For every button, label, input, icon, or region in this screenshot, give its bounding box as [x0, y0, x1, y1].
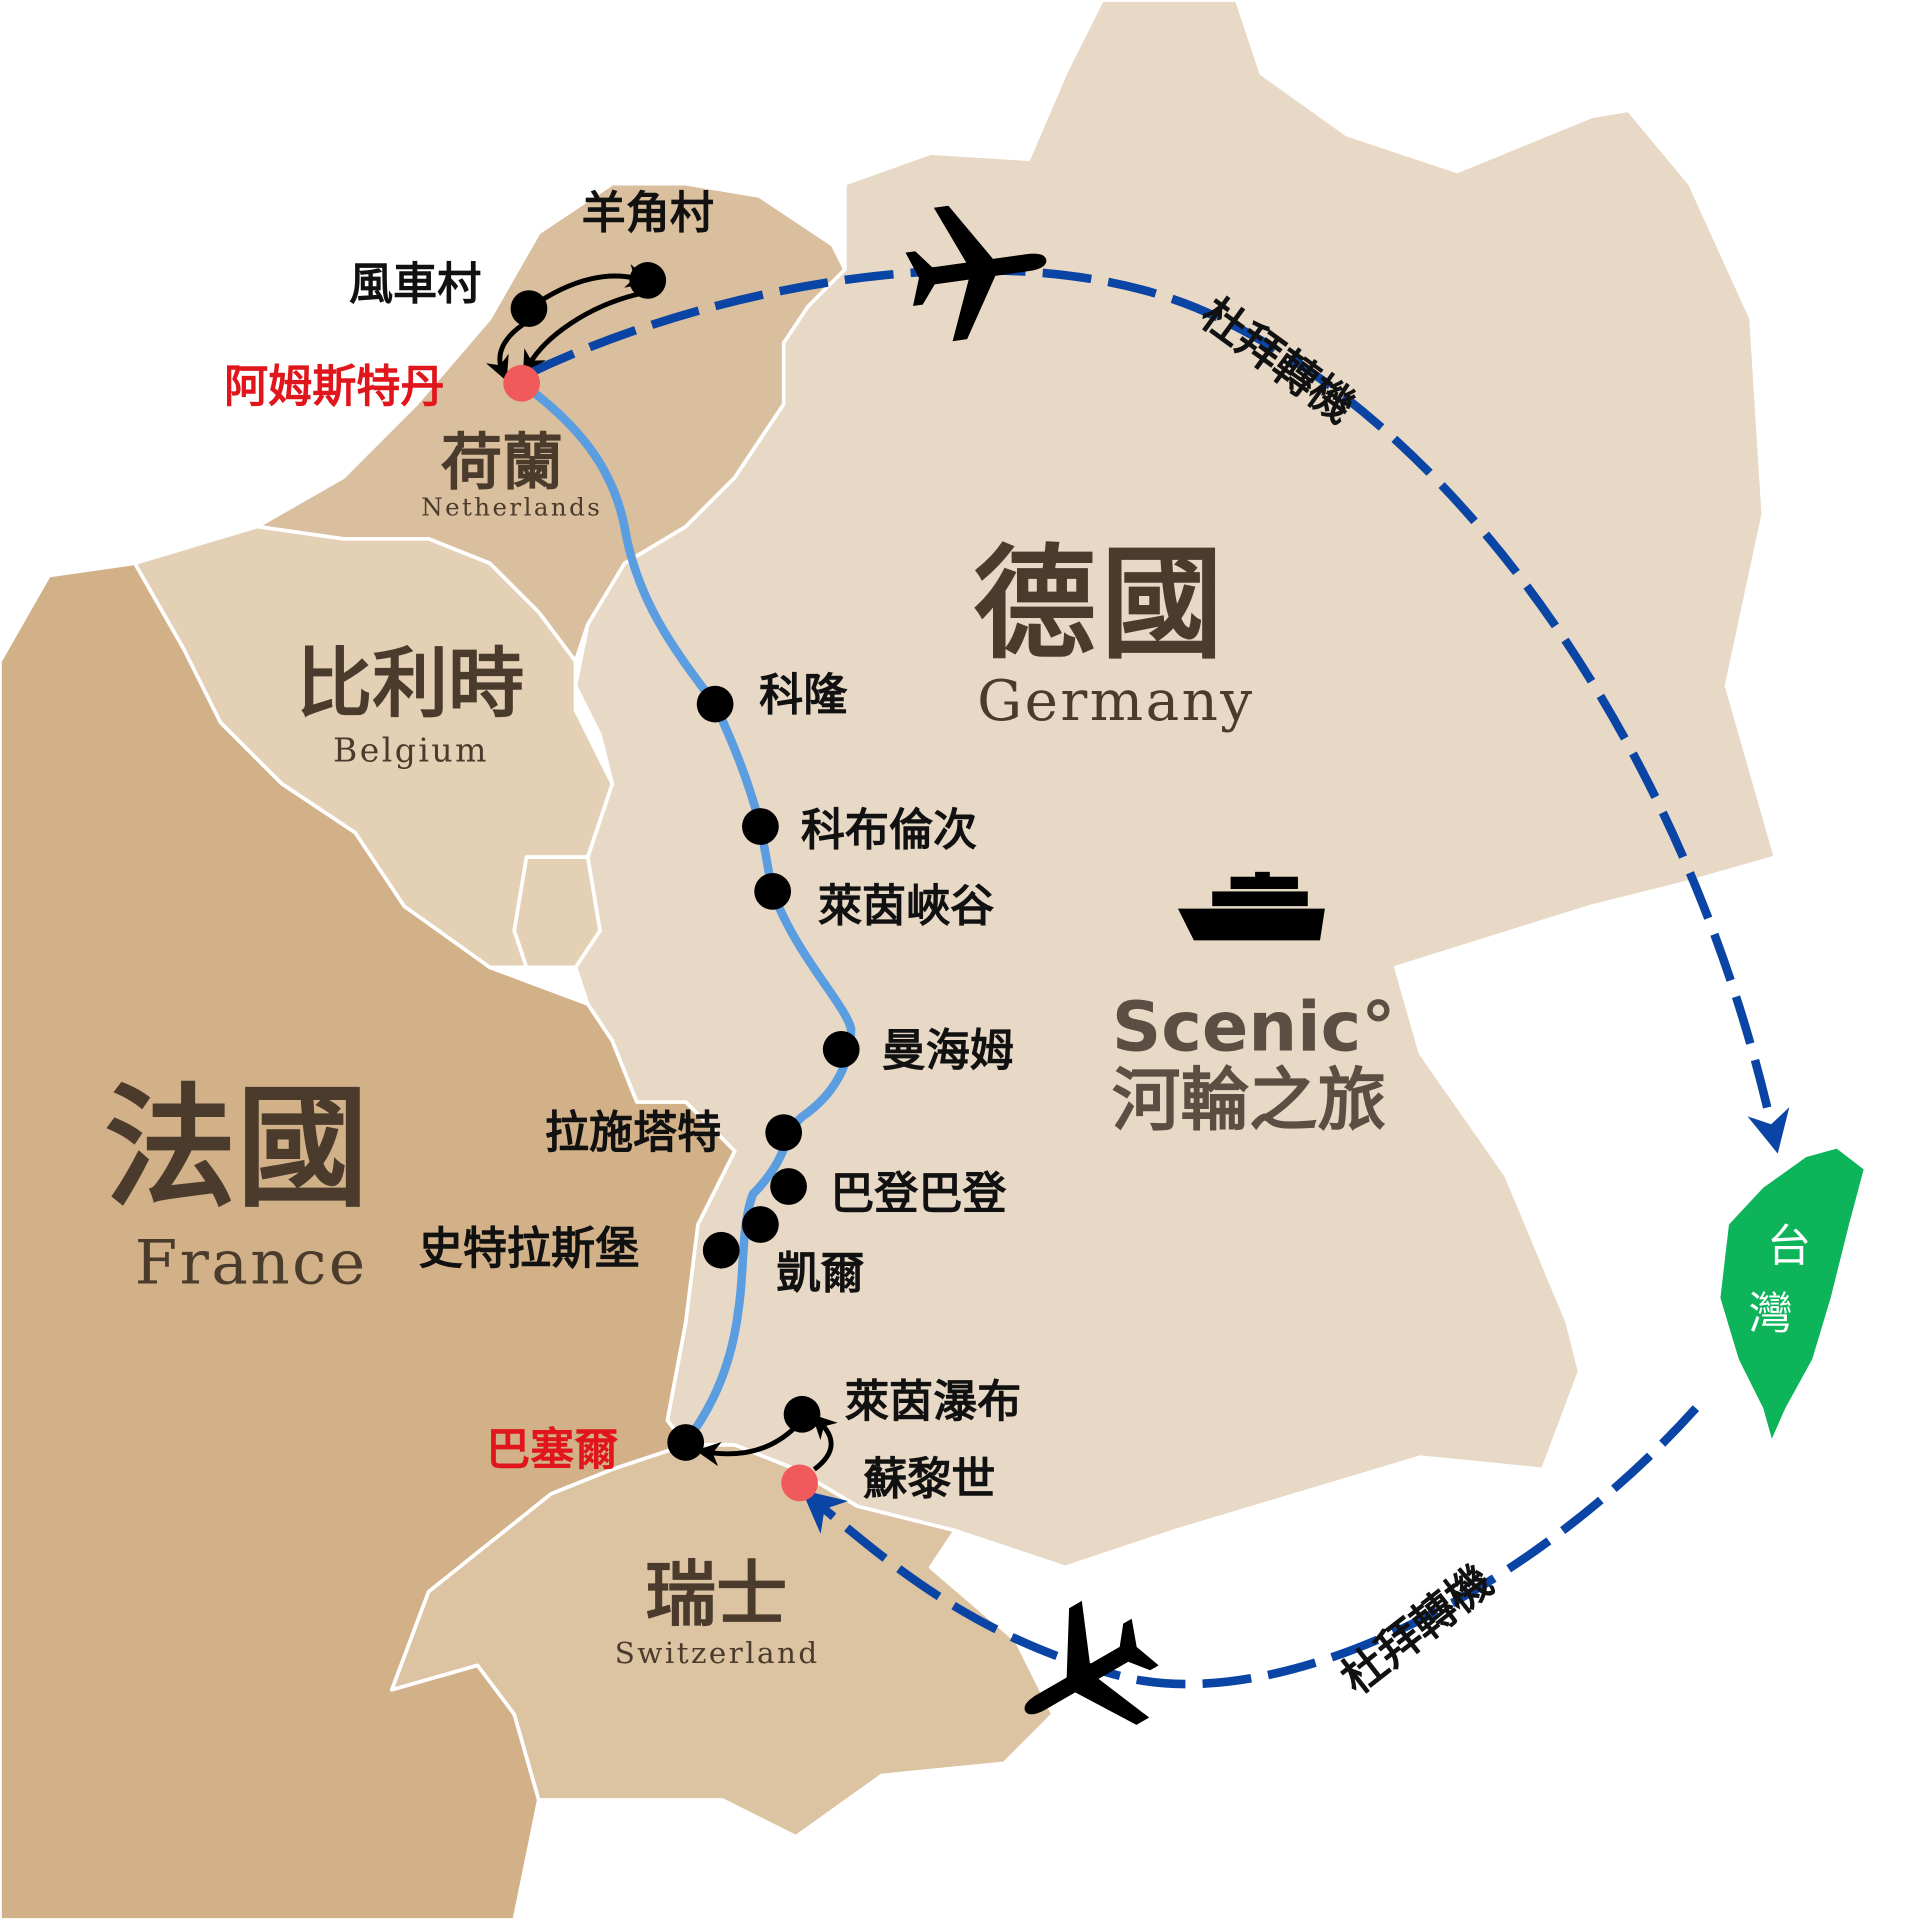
germany-label: 德國	[973, 532, 1228, 676]
city-label-baden-baden: 巴登巴登	[830, 1169, 1007, 1220]
switzerland-label: 瑞士	[645, 1552, 787, 1636]
city-label-mannheim: 曼海姆	[882, 1025, 1014, 1076]
city-label-koblenz: 科布倫次	[801, 805, 977, 856]
brand-name: Scenic°	[1112, 988, 1396, 1068]
city-label-strasbourg: 史特拉斯堡	[419, 1224, 639, 1275]
city-dot-koblenz	[742, 808, 779, 845]
side-trip-arrow	[695, 1424, 798, 1467]
city-dot-zurich	[781, 1464, 818, 1502]
city-dot-zaanse-schans	[510, 290, 548, 327]
city-dot-strasbourg	[702, 1231, 740, 1269]
city-label-zurich: 蘇黎世	[863, 1454, 995, 1505]
city-label-amsterdam: 阿姆斯特丹	[224, 362, 444, 413]
cruise-ship-icon	[1177, 871, 1325, 941]
side-trip-arrow	[811, 1414, 838, 1472]
city-label-kehl: 凱爾	[776, 1248, 864, 1299]
taiwan-region	[1720, 1148, 1864, 1439]
city-label-rhine-falls: 萊茵瀑布	[845, 1377, 1021, 1428]
netherlands-english-label: Netherlands	[421, 493, 602, 522]
city-dot-rhine-gorge	[754, 873, 792, 910]
brand-subtitle: 河輪之旅	[1112, 1061, 1386, 1141]
taiwan-label-1: 台	[1767, 1221, 1811, 1272]
city-dot-basel	[667, 1424, 705, 1461]
germany-english-label: Germany	[977, 669, 1254, 734]
return-flight-path	[801, 1405, 1700, 1689]
switzerland-region	[390, 1443, 1055, 1839]
city-dot-giethoorn	[629, 262, 667, 299]
france-english-label: France	[135, 1227, 368, 1298]
germany-region	[573, 0, 1778, 1570]
city-label-zaanse-schans: 風車村	[349, 259, 481, 310]
luxembourg-region	[512, 855, 602, 970]
return-flight-label: 杜拜轉機	[1332, 1556, 1502, 1705]
side-trip-arrow	[522, 291, 640, 376]
belgium-english-label: Belgium	[333, 731, 489, 770]
belgium-label: 比利時	[296, 639, 524, 728]
switzerland-english-label: Switzerland	[615, 1636, 820, 1670]
city-dot-kehl	[742, 1206, 779, 1243]
netherlands-label: 荷蘭	[441, 428, 563, 499]
city-dot-amsterdam	[503, 364, 540, 402]
city-label-giethoorn: 羊角村	[582, 188, 714, 239]
city-label-rhine-gorge: 萊茵峽谷	[818, 881, 994, 932]
city-label-basel: 巴塞爾	[486, 1424, 618, 1475]
city-dot-mannheim	[822, 1031, 860, 1068]
city-dot-cologne	[696, 685, 734, 723]
france-label: 法國	[104, 1071, 368, 1226]
rhine-river-route	[517, 378, 856, 1447]
outbound-flight-path	[527, 266, 1790, 1154]
city-dot-rastatt	[765, 1114, 803, 1152]
city-dot-rhine-falls	[783, 1395, 821, 1433]
taiwan-label-2: 灣	[1749, 1289, 1793, 1340]
city-label-rastatt: 拉施塔特	[545, 1107, 721, 1158]
city-dot-baden-baden	[770, 1168, 807, 1205]
city-label-cologne: 科隆	[759, 670, 848, 721]
